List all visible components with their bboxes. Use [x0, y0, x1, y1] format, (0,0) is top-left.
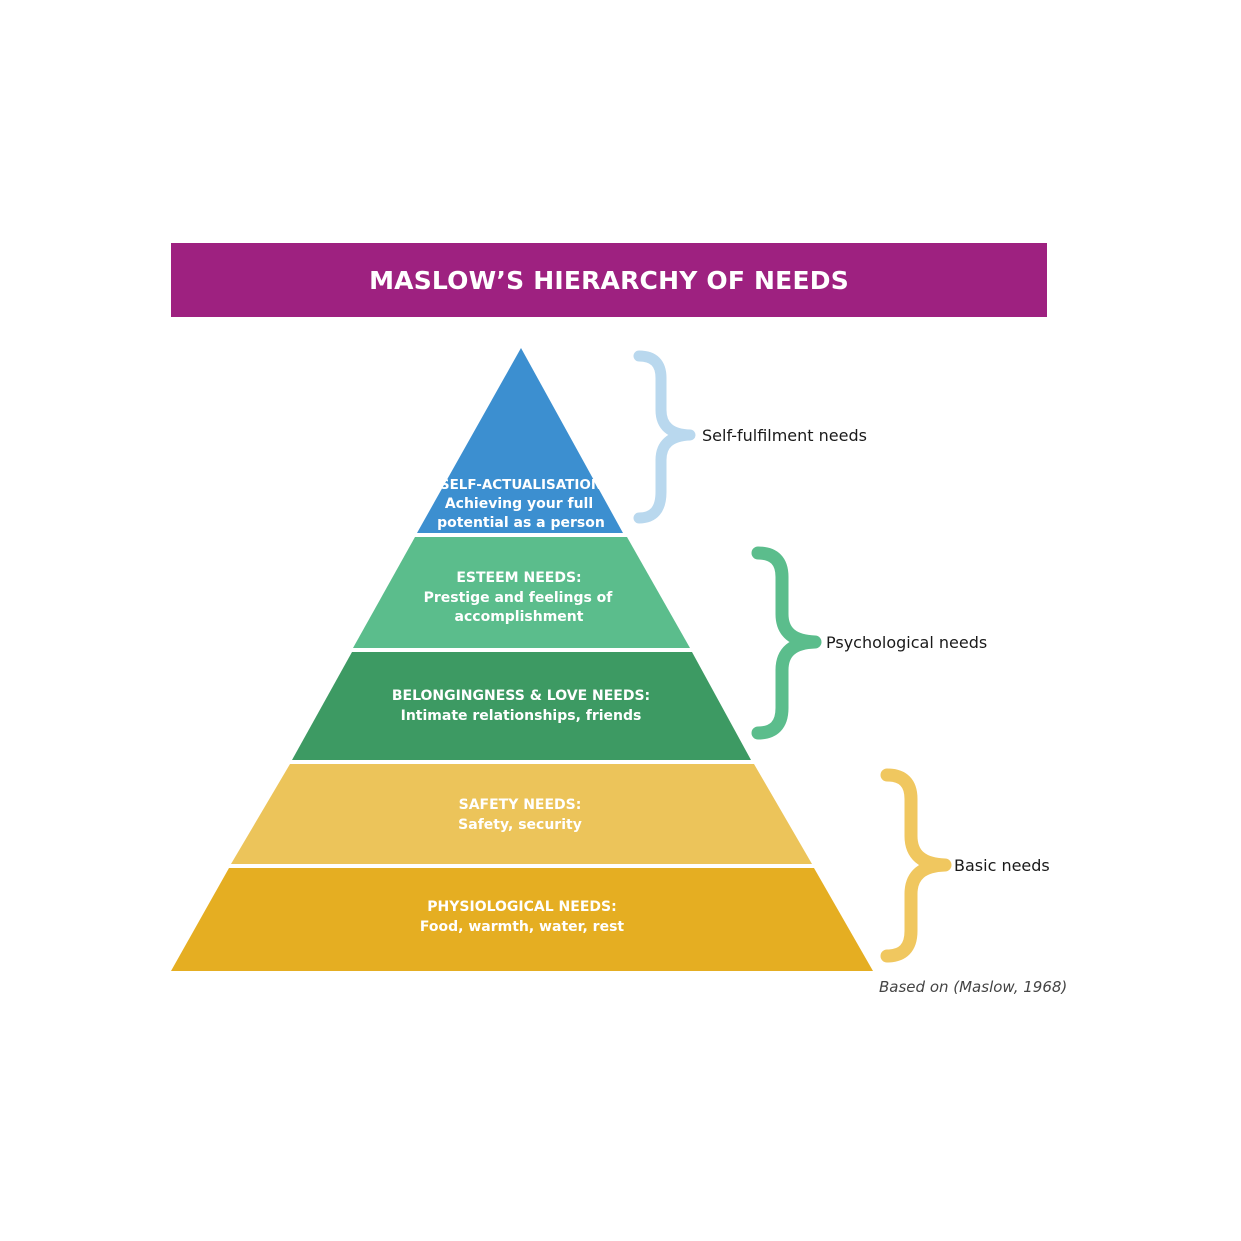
- tier-esteem-line-2: accomplishment: [455, 609, 584, 625]
- brace-self-fulfilment: [633, 350, 696, 524]
- group-label-psychological: Psychological needs: [826, 633, 987, 652]
- tier-safety-heading: SAFETY NEEDS:: [459, 797, 582, 813]
- tier-physiological-shape: [171, 868, 873, 971]
- tier-self-actualisation-shape: [417, 348, 623, 533]
- diagram-title: MASLOW’S HIERARCHY OF NEEDS: [369, 265, 849, 295]
- tier-belonging-heading: BELONGINGNESS & LOVE NEEDS:: [392, 688, 650, 704]
- tier-belonging-line-1: Intimate relationships, friends: [401, 708, 642, 724]
- tier-physiological-line-1: Food, warmth, water, rest: [420, 919, 625, 935]
- brace-psychological: [751, 546, 822, 740]
- tier-self-actualisation-line-1: Achieving your full: [445, 496, 593, 512]
- title-banner: MASLOW’S HIERARCHY OF NEEDS: [171, 243, 1047, 317]
- tier-safety-shape: [231, 764, 812, 864]
- tier-esteem-line-1: Prestige and feelings of: [424, 590, 614, 606]
- tier-esteem-shape: [353, 537, 690, 648]
- tier-safety-line-1: Safety, security: [458, 817, 582, 833]
- tier-physiological-heading: PHYSIOLOGICAL NEEDS:: [427, 899, 616, 915]
- tier-self-actualisation-heading: SELF-ACTUALISATION: [440, 477, 602, 493]
- tier-belonging-shape: [292, 652, 751, 760]
- brace-basic: [880, 768, 952, 963]
- source-note: Based on (Maslow, 1968): [879, 978, 1068, 996]
- group-label-basic: Basic needs: [954, 856, 1050, 875]
- group-label-self-fulfilment: Self-fulfilment needs: [702, 426, 867, 445]
- tier-esteem-heading: ESTEEM NEEDS:: [456, 570, 581, 586]
- tier-self-actualisation-line-2: potential as a person: [437, 515, 605, 531]
